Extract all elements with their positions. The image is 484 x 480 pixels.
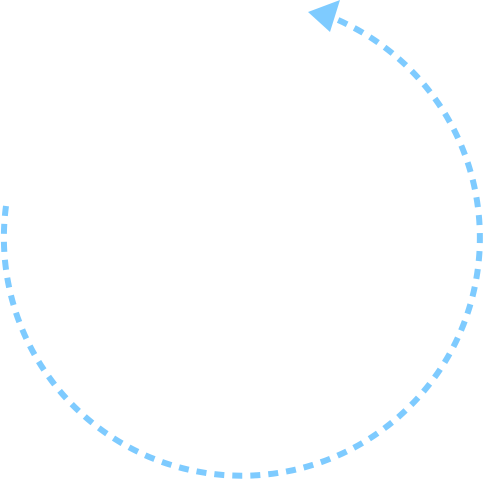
dashed-arc (0, 17, 483, 479)
arrowhead-icon (308, 0, 340, 32)
